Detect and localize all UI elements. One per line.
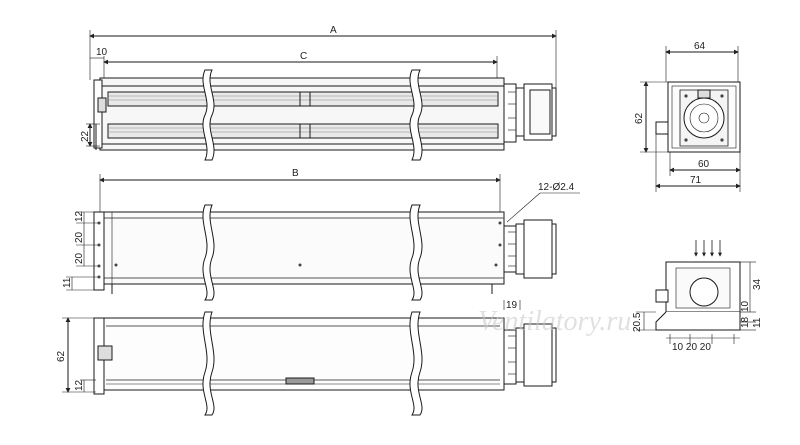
watermark: Ventilatory.ru [478, 306, 631, 337]
front-view-bottom [62, 317, 557, 395]
front-view-top [86, 30, 557, 151]
dim-20-mid-a-label: 20 [74, 231, 85, 243]
side-34-label: 34 [752, 278, 763, 290]
holes-label: 12-Ø2.4 [538, 182, 575, 193]
side-10-label: 10 [740, 300, 751, 312]
side-60-label: 60 [698, 159, 710, 170]
dim-11-mid-label: 11 [62, 277, 73, 288]
side-62-label: 62 [634, 112, 645, 124]
side-20-5-label: 20.5 [632, 312, 643, 332]
side-10-20-20-label: 10 20 20 [672, 342, 711, 353]
side-71-label: 71 [690, 175, 702, 186]
break-lines-bottom [202, 311, 423, 416]
dim-62-bottom-label: 62 [56, 350, 67, 362]
side-18-label: 18 [740, 316, 751, 328]
break-lines-top [202, 69, 423, 161]
dim-a-label: A [330, 25, 337, 36]
dim-c-label: C [300, 51, 307, 62]
dim-22-label: 22 [80, 130, 91, 142]
dim-b-label: B [292, 168, 299, 179]
side-64-label: 64 [694, 41, 706, 52]
dim-12-mid-label: 12 [74, 210, 85, 222]
dim-12-bottom-label: 12 [74, 379, 85, 391]
front-view-middle [66, 174, 580, 310]
side-11-label: 11 [752, 317, 763, 328]
dim-19-label: 19 [506, 300, 518, 311]
break-lines-middle [202, 204, 423, 301]
side-view-bottom [636, 240, 756, 344]
dim-10-top-label: 10 [96, 47, 108, 58]
dim-20-mid-b-label: 20 [74, 252, 85, 264]
side-view-top [640, 46, 741, 192]
